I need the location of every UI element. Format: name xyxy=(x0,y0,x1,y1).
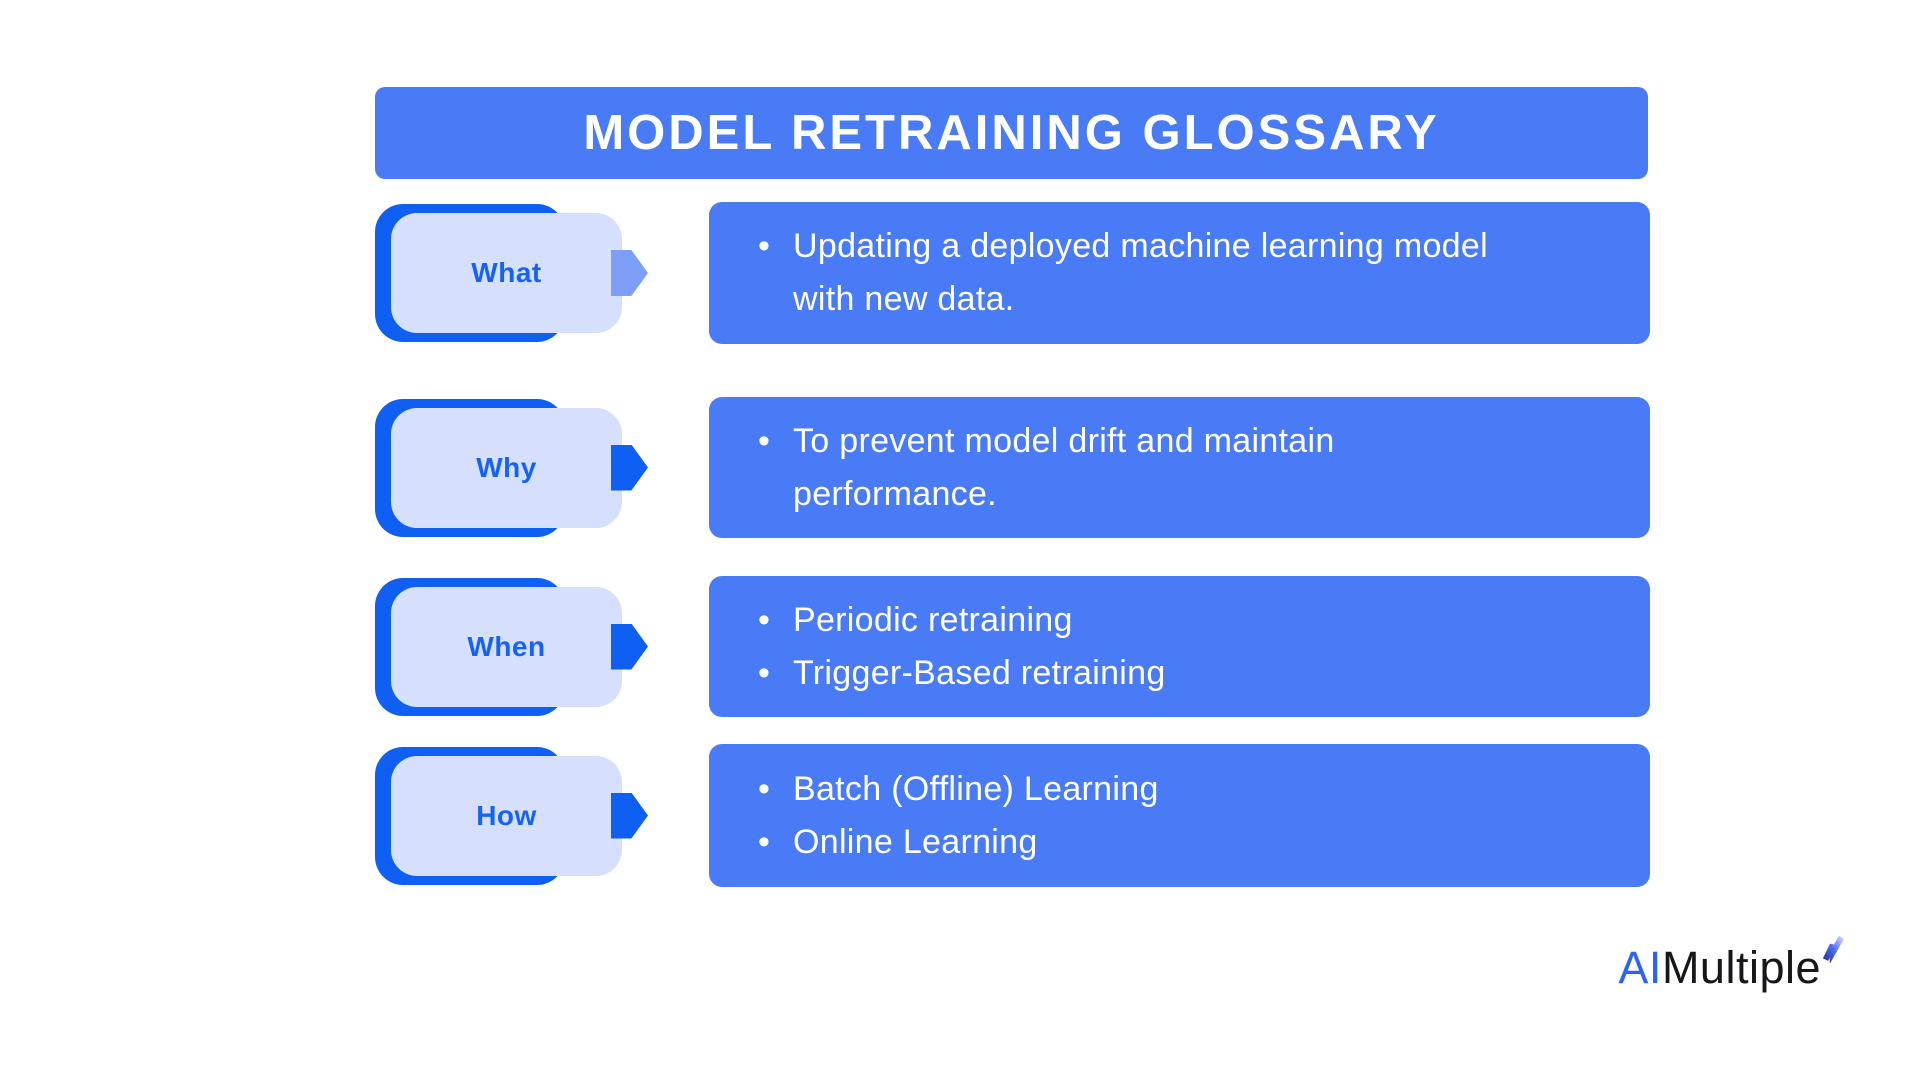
lightning-bolt-icon xyxy=(1823,935,1844,963)
bullet-list: Periodic retraining Trigger-Based retrai… xyxy=(756,594,1650,700)
bullet-item: Updating a deployed machine learning mod… xyxy=(756,220,1519,326)
glossary-row-when: When Periodic retraining Trigger-Based r… xyxy=(375,576,1650,717)
bullet-item: Trigger-Based retraining xyxy=(756,647,1519,700)
definition-box-why: To prevent model drift and maintain perf… xyxy=(709,397,1650,538)
pill-front-shape: Why xyxy=(391,407,622,528)
bullet-item: Online Learning xyxy=(756,816,1519,869)
label-pill-how: How xyxy=(375,746,648,885)
glossary-row-what: What Updating a deployed machine learnin… xyxy=(375,202,1650,344)
page-title: MODEL RETRAINING GLOSSARY xyxy=(583,106,1440,160)
bullet-item: Batch (Offline) Learning xyxy=(756,763,1519,816)
label-pill-what: What xyxy=(375,204,648,342)
row-label: What xyxy=(471,257,542,288)
aimultiple-logo: AIMultiple xyxy=(1618,935,1844,990)
bullet-item: To prevent model drift and maintain perf… xyxy=(756,415,1519,521)
arrow-right-icon xyxy=(611,623,648,670)
logo-text-ai: AI xyxy=(1618,942,1662,993)
pill-front-shape: How xyxy=(391,755,622,876)
glossary-row-how: How Batch (Offline) Learning Online Lear… xyxy=(375,744,1650,887)
definition-box-what: Updating a deployed machine learning mod… xyxy=(709,202,1650,344)
row-label: How xyxy=(476,799,537,831)
row-label: When xyxy=(467,630,546,662)
bullet-list: Updating a deployed machine learning mod… xyxy=(756,220,1650,326)
row-label: Why xyxy=(476,451,537,483)
title-banner: MODEL RETRAINING GLOSSARY xyxy=(375,87,1648,179)
arrow-right-icon xyxy=(611,792,648,839)
logo-text: AIMultiple xyxy=(1618,945,1821,990)
pill-front-shape: What xyxy=(391,213,622,333)
definition-box-how: Batch (Offline) Learning Online Learning xyxy=(709,744,1650,887)
bullet-list: To prevent model drift and maintain perf… xyxy=(756,415,1650,521)
logo-text-multiple: Multiple xyxy=(1661,942,1821,993)
definition-box-when: Periodic retraining Trigger-Based retrai… xyxy=(709,576,1650,717)
label-pill-why: Why xyxy=(375,398,648,537)
label-pill-when: When xyxy=(375,577,648,716)
glossary-row-why: Why To prevent model drift and maintain … xyxy=(375,397,1650,538)
arrow-right-icon xyxy=(611,444,648,491)
bullet-list: Batch (Offline) Learning Online Learning xyxy=(756,763,1650,869)
pill-front-shape: When xyxy=(391,586,622,707)
arrow-right-icon xyxy=(611,250,648,296)
bullet-item: Periodic retraining xyxy=(756,594,1519,647)
